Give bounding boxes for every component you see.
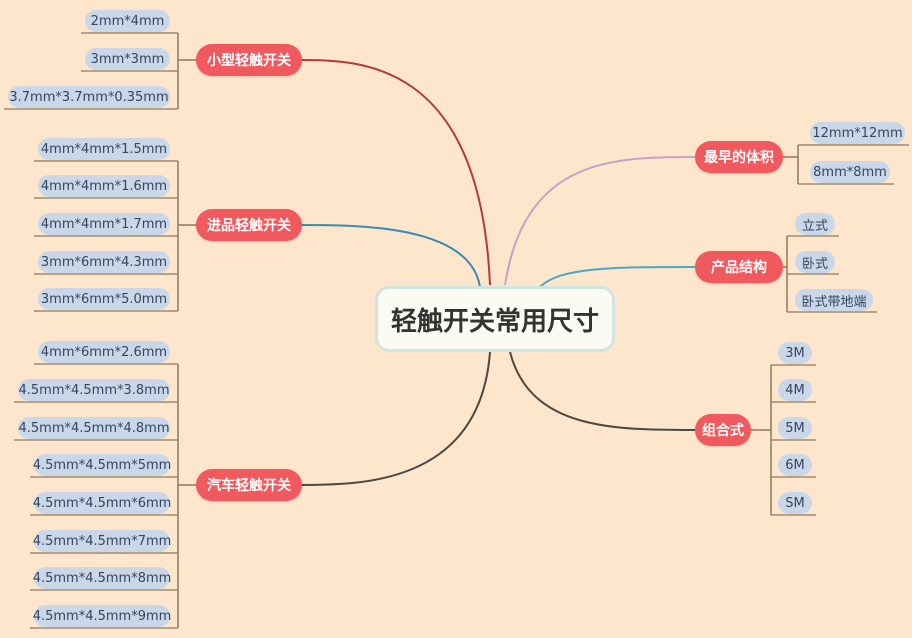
branch-connector [504, 156, 696, 286]
branch-topic[interactable]: 进品轻触开关 [196, 209, 302, 241]
branch-connector [299, 351, 491, 486]
leaf-topic[interactable]: 4.5mm*4.5mm*8mm [33, 567, 171, 589]
leaf-topic[interactable]: 8mm*8mm [810, 161, 890, 183]
branch-connector [299, 224, 481, 288]
leaf-topic[interactable]: 6M [778, 454, 812, 476]
leaf-topic[interactable]: 12mm*12mm [810, 122, 905, 144]
branch-connector [539, 266, 696, 288]
leaf-topic[interactable]: 3mm*3mm [85, 48, 170, 70]
leaf-topic[interactable]: SM [778, 492, 812, 514]
leaf-topic[interactable]: 4mm*4mm*1.6mm [38, 175, 170, 197]
leaf-topic[interactable]: 3.7mm*3.7mm*0.35mm [8, 86, 170, 108]
leaf-topic[interactable]: 5M [778, 417, 812, 439]
branch-topic[interactable]: 小型轻触开关 [196, 44, 302, 76]
leaf-topic[interactable]: 4mm*6mm*2.6mm [38, 341, 170, 363]
branch-connector [299, 59, 491, 286]
leaf-topic[interactable]: 卧式 [795, 251, 835, 273]
leaf-topic[interactable]: 3mm*6mm*4.3mm [38, 251, 170, 273]
branch-topic[interactable]: 汽车轻触开关 [196, 469, 302, 501]
branch-topic[interactable]: 最早的体积 [695, 141, 783, 173]
leaf-topic[interactable]: 4.5mm*4.5mm*3.8mm [18, 379, 170, 401]
leaf-topic[interactable]: 4.5mm*4.5mm*6mm [33, 492, 171, 514]
branch-topic[interactable]: 产品结构 [695, 251, 783, 283]
leaf-topic[interactable]: 4mm*4mm*1.7mm [38, 213, 170, 235]
leaf-topic[interactable]: 4.5mm*4.5mm*4.8mm [18, 417, 170, 439]
branch-connector [509, 351, 696, 431]
leaf-topic[interactable]: 4M [778, 379, 812, 401]
central-topic[interactable]: 轻触开关常用尺寸 [375, 286, 615, 352]
leaf-topic[interactable]: 卧式带地端 [795, 289, 873, 311]
leaf-topic[interactable]: 3mm*6mm*5.0mm [38, 288, 170, 310]
leaf-topic[interactable]: 立式 [795, 213, 835, 235]
leaf-topic[interactable]: 4.5mm*4.5mm*9mm [33, 605, 171, 627]
leaf-topic[interactable]: 2mm*4mm [85, 10, 170, 32]
branch-topic[interactable]: 组合式 [695, 414, 751, 446]
leaf-topic[interactable]: 4mm*4mm*1.5mm [38, 138, 170, 160]
leaf-topic[interactable]: 3M [778, 342, 812, 364]
leaf-topic[interactable]: 4.5mm*4.5mm*7mm [33, 530, 171, 552]
leaf-topic[interactable]: 4.5mm*4.5mm*5mm [33, 454, 171, 476]
